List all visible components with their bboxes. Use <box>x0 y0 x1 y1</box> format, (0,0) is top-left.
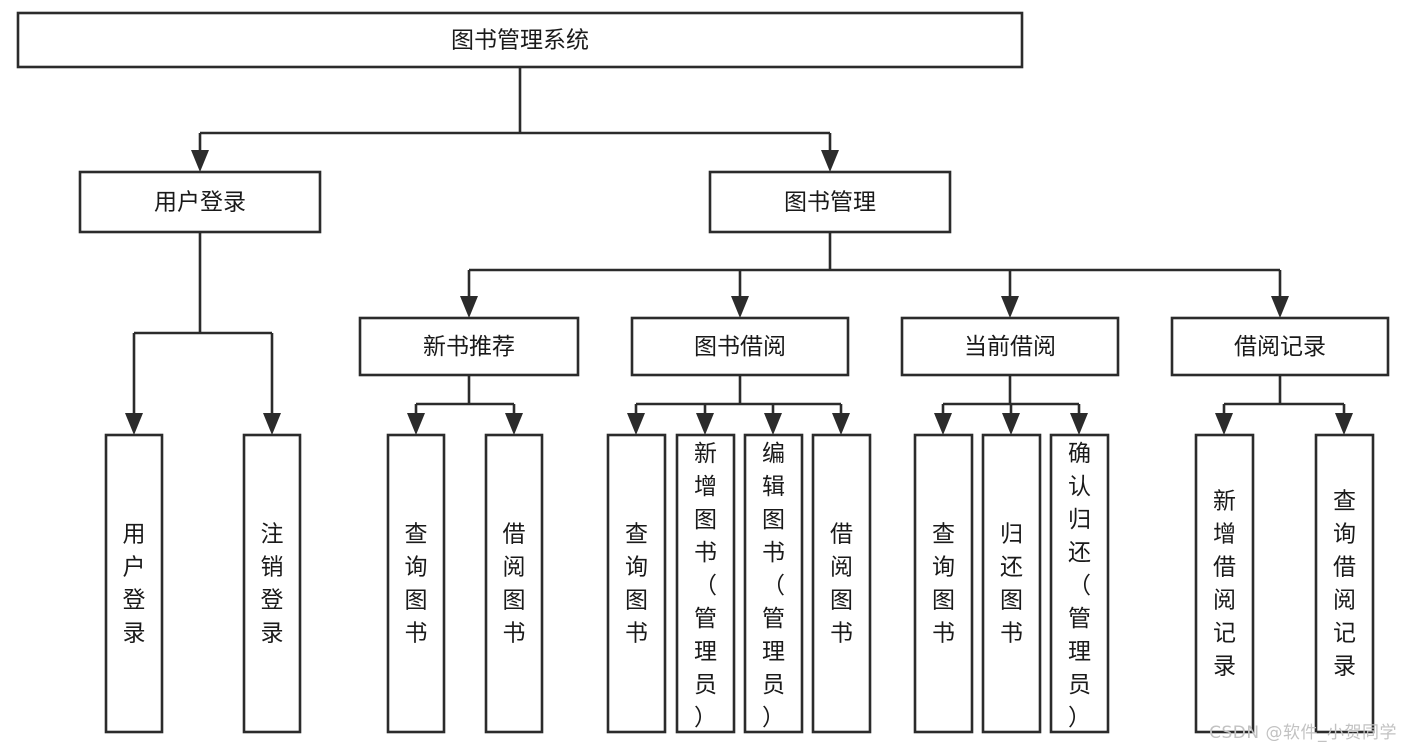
node-leaf-query-record[interactable]: 查询借阅记录 <box>1314 433 1375 734</box>
arrow-head-icon <box>1002 413 1020 435</box>
node-label: 图书借阅 <box>694 334 786 360</box>
connector-group-borrow-record-to-leaves <box>1215 375 1353 435</box>
connector-group-user-login-to-leaves <box>125 232 281 435</box>
node-leaf-query-book-2[interactable]: 查询图书 <box>606 433 667 734</box>
arrow-head-icon <box>191 150 209 172</box>
node-label: 编辑图书（管理员） <box>762 441 785 731</box>
node-label: 当前借阅 <box>964 334 1056 360</box>
node-label: 新增借阅记录 <box>1213 489 1236 680</box>
node-label: 图书管理 <box>784 190 876 216</box>
node-new-book-rec[interactable]: 新书推荐 <box>358 316 580 377</box>
node-label: 借阅图书 <box>503 522 526 647</box>
node-box-leaf-return-book[interactable] <box>981 433 1042 734</box>
connector-group-root-to-level2 <box>191 67 839 172</box>
arrow-head-icon <box>460 296 478 318</box>
node-label: 图书管理系统 <box>451 28 589 54</box>
node-box-new-book-rec[interactable] <box>358 316 580 377</box>
connector-group-current-borrow-to-leaves <box>934 375 1088 435</box>
node-box-leaf-add-book[interactable] <box>675 433 736 734</box>
node-box-leaf-query-record[interactable] <box>1314 433 1375 734</box>
node-leaf-confirm-return[interactable]: 确认归还（管理员） <box>1049 433 1110 734</box>
node-leaf-borrow-book-1[interactable]: 借阅图书 <box>484 433 544 734</box>
node-label: 借阅记录 <box>1234 334 1326 360</box>
node-label: 新书推荐 <box>423 334 515 360</box>
node-label: 用户登录 <box>123 522 146 647</box>
arrow-head-icon <box>764 413 782 435</box>
node-leaf-query-book-3[interactable]: 查询图书 <box>913 433 974 734</box>
node-label: 查询图书 <box>625 522 648 647</box>
node-leaf-return-book[interactable]: 归还图书 <box>981 433 1042 734</box>
node-leaf-add-book[interactable]: 新增图书（管理员） <box>675 433 736 734</box>
arrow-head-icon <box>1215 413 1233 435</box>
node-box-leaf-query-book-3[interactable] <box>913 433 974 734</box>
node-label: 注销登录 <box>261 522 284 647</box>
node-user-login[interactable]: 用户登录 <box>78 170 322 234</box>
node-current-borrow[interactable]: 当前借阅 <box>900 316 1120 377</box>
arrow-head-icon <box>505 413 523 435</box>
node-box-current-borrow[interactable] <box>900 316 1120 377</box>
node-root[interactable]: 图书管理系统 <box>16 11 1024 69</box>
arrow-head-icon <box>821 150 839 172</box>
node-box-borrow-record[interactable] <box>1170 316 1390 377</box>
node-label: 借阅图书 <box>830 522 853 647</box>
node-label: 查询借阅记录 <box>1333 489 1356 680</box>
arrow-head-icon <box>125 413 143 435</box>
node-leaf-user-login[interactable]: 用户登录 <box>104 433 164 734</box>
connector-group-new-book-rec-to-leaves <box>407 375 523 435</box>
node-layer: 图书管理系统用户登录图书管理新书推荐图书借阅当前借阅借阅记录用户登录注销登录查询… <box>16 11 1390 734</box>
arrow-head-icon <box>1335 413 1353 435</box>
arrow-head-icon <box>934 413 952 435</box>
arrow-head-icon <box>1070 413 1088 435</box>
node-leaf-add-record[interactable]: 新增借阅记录 <box>1194 433 1255 734</box>
node-box-leaf-confirm-return[interactable] <box>1049 433 1110 734</box>
node-book-borrow[interactable]: 图书借阅 <box>630 316 850 377</box>
node-book-manage[interactable]: 图书管理 <box>708 170 952 234</box>
node-box-leaf-add-record[interactable] <box>1194 433 1255 734</box>
connector-group-book-borrow-to-leaves <box>627 375 850 435</box>
arrow-head-icon <box>731 296 749 318</box>
arrow-head-icon <box>1001 296 1019 318</box>
node-box-leaf-query-book-1[interactable] <box>386 433 446 734</box>
node-box-leaf-query-book-2[interactable] <box>606 433 667 734</box>
arrow-head-icon <box>627 413 645 435</box>
node-box-book-manage[interactable] <box>708 170 952 234</box>
node-box-leaf-borrow-book-2[interactable] <box>811 433 872 734</box>
node-label: 查询图书 <box>405 522 428 647</box>
node-leaf-user-logout[interactable]: 注销登录 <box>242 433 302 734</box>
node-box-leaf-user-logout[interactable] <box>242 433 302 734</box>
watermark-label: CSDN @软件_小贺同学 <box>1209 723 1397 743</box>
node-box-user-login[interactable] <box>78 170 322 234</box>
arrow-head-icon <box>696 413 714 435</box>
node-label: 归还图书 <box>1000 522 1023 647</box>
node-box-root[interactable] <box>16 11 1024 69</box>
connector-layer <box>125 67 1353 435</box>
arrow-head-icon <box>407 413 425 435</box>
node-label: 用户登录 <box>154 190 246 216</box>
node-borrow-record[interactable]: 借阅记录 <box>1170 316 1390 377</box>
node-box-leaf-edit-book[interactable] <box>743 433 804 734</box>
node-label: 查询图书 <box>932 522 955 647</box>
arrow-head-icon <box>832 413 850 435</box>
node-leaf-edit-book[interactable]: 编辑图书（管理员） <box>743 433 804 734</box>
node-leaf-query-book-1[interactable]: 查询图书 <box>386 433 446 734</box>
arrow-head-icon <box>263 413 281 435</box>
node-box-leaf-borrow-book-1[interactable] <box>484 433 544 734</box>
connector-group-book-manage-to-level3 <box>460 232 1289 318</box>
node-leaf-borrow-book-2[interactable]: 借阅图书 <box>811 433 872 734</box>
node-label: 确认归还（管理员） <box>1068 441 1091 731</box>
arrow-head-icon <box>1271 296 1289 318</box>
node-box-book-borrow[interactable] <box>630 316 850 377</box>
node-label: 新增图书（管理员） <box>694 441 717 731</box>
node-box-leaf-user-login[interactable] <box>104 433 164 734</box>
